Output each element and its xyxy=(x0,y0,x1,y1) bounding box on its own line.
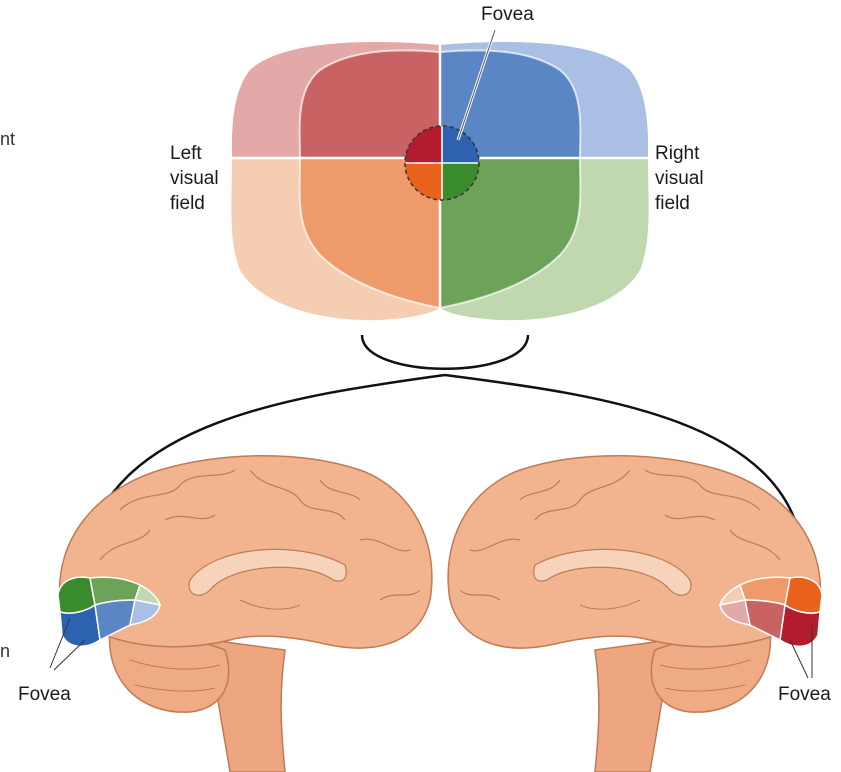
right-fovea-label: Fovea xyxy=(778,684,831,706)
right-visual-field-label-line3: field xyxy=(655,193,690,215)
fovea-top-label: Fovea xyxy=(481,4,534,26)
left-fovea-pointer-a xyxy=(50,618,70,668)
right-visual-field-label-line1: Right xyxy=(655,143,699,165)
bracket-curve xyxy=(362,335,528,369)
left-visual-field-label-line1: Left xyxy=(170,143,202,165)
left-brain xyxy=(50,456,432,772)
right-brain xyxy=(448,456,822,772)
right-visual-field-label-line2: visual xyxy=(655,168,704,190)
cropped-edge-text-bottom: n xyxy=(0,640,10,662)
left-fovea-label: Fovea xyxy=(18,684,71,706)
left-visual-field-label-line3: field xyxy=(170,193,205,215)
left-fovea-pointer-b xyxy=(54,640,85,670)
left-visual-field-label-line2: visual xyxy=(170,168,219,190)
cropped-edge-text-top: nt xyxy=(0,128,15,150)
